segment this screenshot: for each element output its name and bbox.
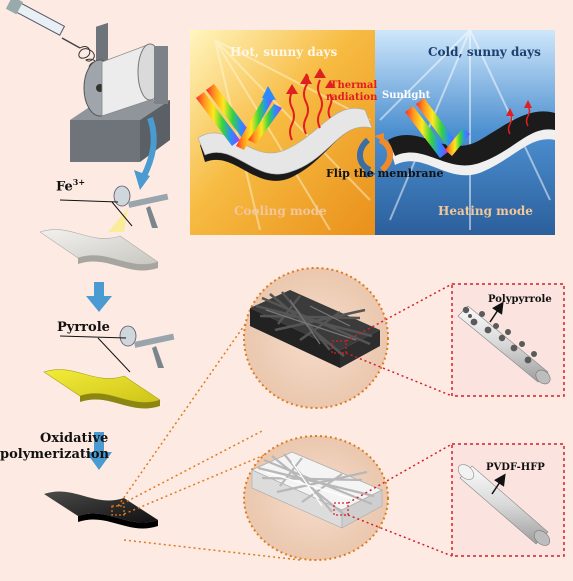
zoom-lines-orange: [117, 299, 301, 561]
zoom-box-black-mat: [331, 340, 347, 354]
electrospinning-drum-icon: [70, 22, 170, 162]
thermal-label: Thermal: [330, 80, 378, 91]
polypyrrole-label: Polypyrrole: [488, 294, 552, 305]
sunlight-rays-hot: [196, 84, 282, 150]
zoom-box-white-mat: [333, 502, 349, 516]
process-arrow-3: [94, 432, 104, 454]
flip-membrane-label: Flip the membrane: [326, 167, 444, 180]
hot-membrane-white-layer: [197, 108, 373, 175]
membrane-sheet-black: [44, 491, 158, 523]
cooling-mode-label: Cooling mode: [234, 204, 327, 218]
pyrrole-label: Pyrrole: [57, 320, 110, 335]
hot-sunny-label: Hot, sunny days: [230, 45, 338, 59]
polymerization-label: polymerization: [0, 447, 109, 462]
cold-sunny-label: Cold, sunny days: [428, 45, 541, 59]
spray-gun-icon: [119, 325, 175, 368]
syringe-icon: [5, 0, 81, 49]
heating-mode-label: Heating mode: [438, 204, 533, 218]
process-arrow-2: [94, 282, 104, 298]
pvdf-hfp-fiber: [457, 464, 551, 546]
radiation-label: radiation: [326, 92, 378, 103]
sunlight-label: Sunlight: [382, 90, 431, 101]
process-arrow-1: [140, 116, 157, 180]
spray-gun-icon: [108, 185, 169, 232]
zoom-lines-red: [345, 283, 453, 557]
polypyrrole-coated-fiber: [457, 305, 551, 385]
sunlight-rays-cold: [405, 98, 470, 158]
pvdf-hfp-label: PVDF-HFP: [486, 462, 545, 473]
cold-membrane-black-layer: [388, 111, 555, 166]
fe3-label: Fe3+: [56, 177, 86, 195]
oxidative-label: Oxidative: [40, 431, 109, 446]
flip-arrows-icon: [357, 133, 393, 178]
fiber-mat-black: [250, 290, 380, 368]
